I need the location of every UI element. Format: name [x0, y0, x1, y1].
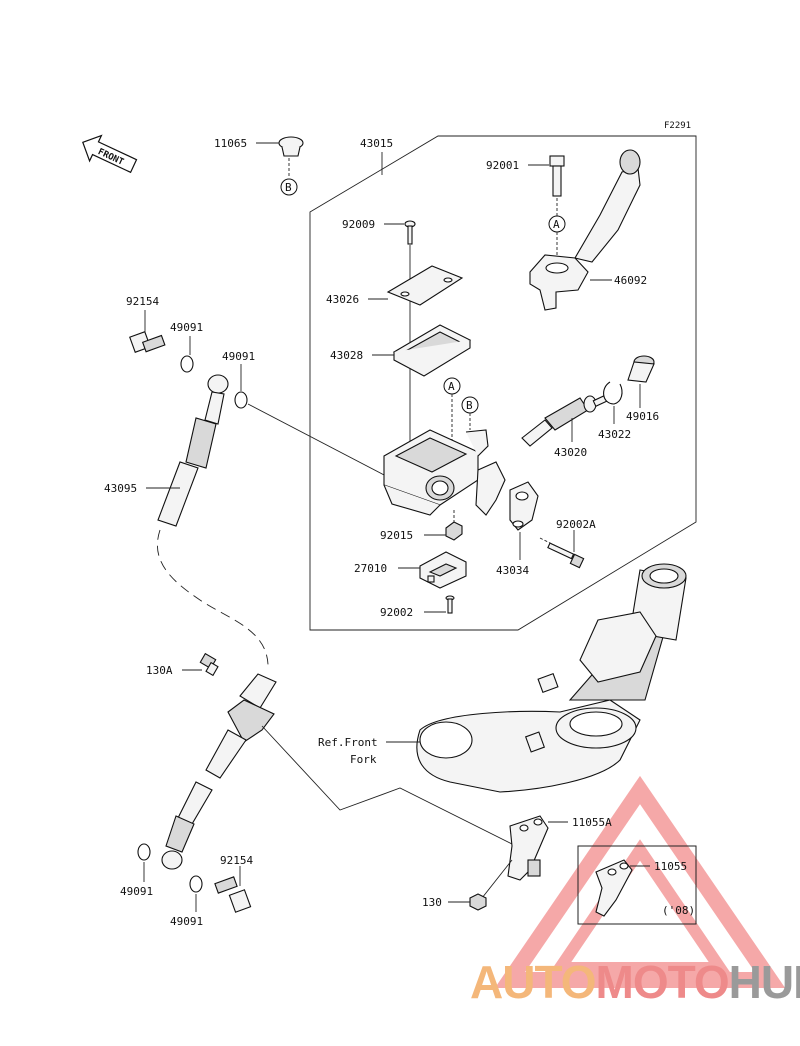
- label-92009: 92009: [342, 218, 375, 231]
- part-92015-nut: [445, 521, 463, 541]
- label-ref-fork: Fork: [350, 753, 377, 766]
- label-92001: 92001: [486, 159, 519, 172]
- assembly-outline: [309, 135, 697, 631]
- part-92001-bolt: [549, 155, 565, 197]
- label-46092: 46092: [614, 274, 647, 287]
- part-11055-bracket: [595, 859, 633, 917]
- label-11055-note: ('08): [662, 904, 695, 917]
- label-49091-c: 49091: [120, 885, 153, 898]
- label-49091-b: 49091: [222, 350, 255, 363]
- label-27010: 27010: [354, 562, 387, 575]
- label-43028: 43028: [330, 349, 363, 362]
- part-49091-washer-a: [180, 355, 194, 373]
- callout-b-label-mid: B: [466, 399, 473, 412]
- watermark-auto: AUTO: [470, 956, 596, 1008]
- callout-b-circle: [280, 178, 298, 196]
- label-92002A: 92002A: [556, 518, 596, 531]
- front-arrow-icon: FRONT: [82, 134, 138, 174]
- part-92002A-bolt: [547, 542, 585, 569]
- watermark-triangle: [494, 775, 786, 988]
- label-49091-d: 49091: [170, 915, 203, 928]
- part-49091-washer-d: [189, 875, 203, 893]
- part-43022-circlip: [603, 381, 623, 405]
- part-49091-washer-b: [234, 391, 248, 409]
- part-92154-bottom-bolt: [214, 876, 252, 913]
- part-92154-top-bolt: [129, 331, 166, 353]
- label-92002: 92002: [380, 606, 413, 619]
- label-43022: 43022: [598, 428, 631, 441]
- part-11065-cap: [278, 136, 304, 157]
- front-fork-bridge: [416, 563, 687, 793]
- part-43034-clamp: [509, 481, 539, 531]
- part-27010-switch: [419, 551, 467, 589]
- label-11055A: 11055A: [572, 816, 612, 829]
- label-130: 130: [422, 896, 442, 909]
- figure-code: F2291: [664, 121, 691, 131]
- callout-a-label-top: A: [553, 218, 560, 231]
- label-11055: 11055: [654, 860, 687, 873]
- part-92002-screw: [445, 595, 455, 614]
- label-130A: 130A: [146, 664, 173, 677]
- part-130-bolt: [469, 893, 487, 911]
- label-92015: 92015: [380, 529, 413, 542]
- label-43095: 43095: [104, 482, 137, 495]
- watermark-hub: HUB: [728, 956, 800, 1008]
- part-43026-cover: [386, 265, 464, 306]
- watermark-logo: AUTOMOTOHUB: [470, 955, 800, 1015]
- label-11065: 11065: [214, 137, 247, 150]
- label-49016: 49016: [626, 410, 659, 423]
- callout-b-label: B: [285, 181, 292, 194]
- part-43028-diaphragm: [392, 324, 472, 377]
- part-43095-hose-upper: [157, 374, 229, 527]
- label-92154-bottom: 92154: [220, 854, 253, 867]
- master-cylinder-body: [383, 429, 506, 516]
- part-43095-hose-lower: [161, 673, 277, 870]
- part-49016-boot: [627, 355, 655, 383]
- label-49091-a: 49091: [170, 321, 203, 334]
- inset-box-11055: [577, 845, 697, 925]
- label-ref-front: Ref.Front: [318, 736, 378, 749]
- part-46092-lever: [529, 149, 641, 311]
- label-92154-top: 92154: [126, 295, 159, 308]
- part-130A-bolt: [199, 652, 219, 677]
- part-49091-washer-c: [137, 843, 151, 861]
- label-43034: 43034: [496, 564, 529, 577]
- part-11055A-bracket: [507, 815, 549, 881]
- part-43020-piston: [521, 394, 610, 447]
- callout-a-label-mid: A: [448, 380, 455, 393]
- label-43015: 43015: [360, 137, 393, 150]
- watermark-moto: MOTO: [595, 956, 730, 1008]
- label-43020: 43020: [554, 446, 587, 459]
- label-43026: 43026: [326, 293, 359, 306]
- part-92009-screw: [404, 220, 416, 245]
